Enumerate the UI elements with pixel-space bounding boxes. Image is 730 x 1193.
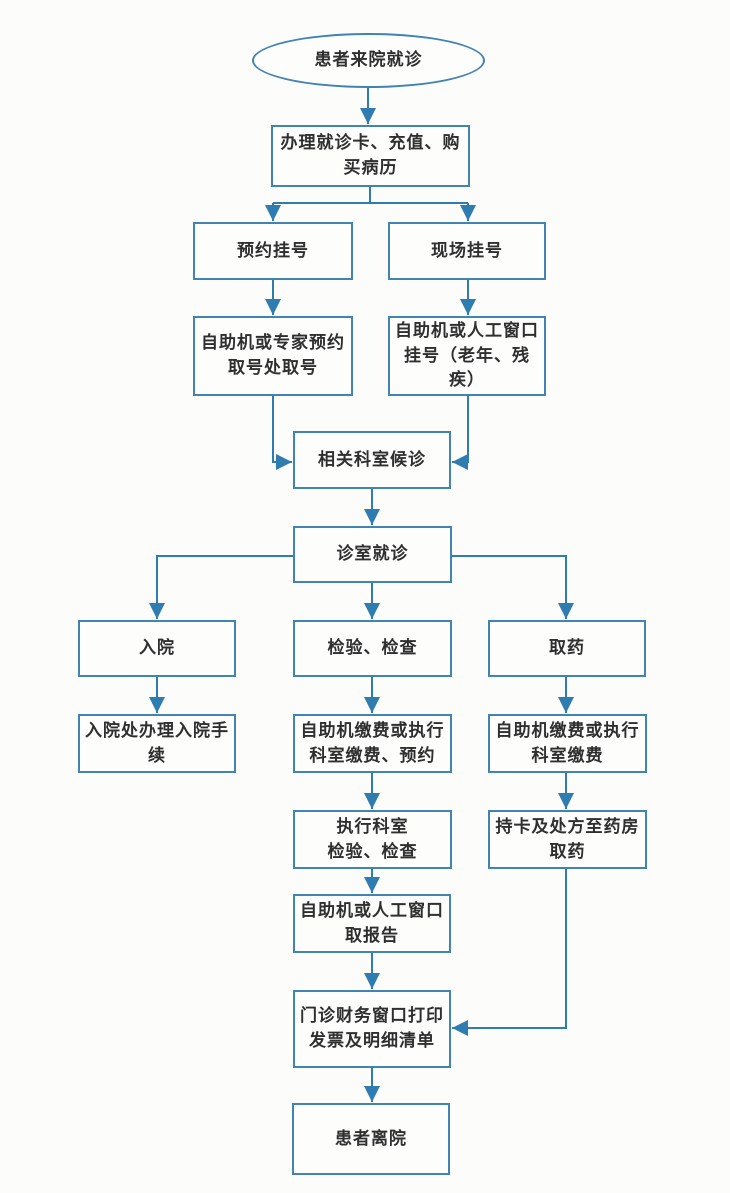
node-get-report: 自助机或人工窗口 取报告 [293, 894, 451, 953]
node-pharmacy-branch: 取药 [488, 620, 646, 677]
node-window-registration-label: 自助机或人工窗口 挂号（老年、残 疾） [395, 321, 539, 391]
node-tests-exams: 检验、检查 [293, 620, 452, 677]
node-appointment-registration: 预约挂号 [193, 222, 353, 280]
edge-card-split-bar [273, 187, 468, 204]
node-patient-departure: 患者离院 [292, 1103, 450, 1175]
node-card-recharge-records: 办理就诊卡、充值、购 买病历 [271, 125, 470, 187]
node-pay-tests-label: 自助机缴费或执行 科室缴费、预约 [300, 720, 445, 766]
node-appointment-ticket-pickup-label: 自助机或专家预约 取号处取号 [201, 333, 345, 378]
node-department-waiting: 相关科室候诊 [293, 431, 451, 489]
node-admission-procedures: 入院处办理入院手 续 [78, 714, 236, 773]
node-department-waiting-label: 相关科室候诊 [318, 449, 426, 470]
node-pharmacy-pickup: 持卡及处方至药房 取药 [488, 810, 647, 869]
node-window-registration: 自助机或人工窗口 挂号（老年、残 疾） [388, 316, 546, 396]
node-get-report-label: 自助机或人工窗口 取报告 [300, 900, 444, 946]
node-print-invoice: 门诊财务窗口打印 发票及明细清单 [293, 990, 451, 1068]
edge-consult-to-admission [149, 555, 293, 619]
node-pay-medicine: 自助机缴费或执行 科室缴费 [488, 714, 647, 773]
edge-window-to-waiting [452, 396, 469, 470]
node-admission: 入院 [78, 620, 236, 677]
node-print-invoice-label: 门诊财务窗口打印 发票及明细清单 [300, 1006, 444, 1051]
node-admission-label: 入院 [139, 638, 175, 659]
node-appointment-registration-label: 预约挂号 [237, 240, 309, 261]
node-patient-arrival-label: 患者来院就诊 [314, 50, 423, 71]
node-clinic-consultation-label: 诊室就诊 [336, 544, 409, 565]
edge-medicine-pickup-to-invoice [452, 869, 567, 1036]
node-pay-tests: 自助机缴费或执行 科室缴费、预约 [293, 714, 452, 773]
edge-consult-to-pharmacy [452, 555, 574, 619]
node-exec-department-tests: 执行科室 检验、检查 [293, 810, 452, 869]
node-exec-department-tests-label: 执行科室 检验、检查 [327, 816, 418, 862]
node-admission-procedures-label: 入院处办理入院手 续 [85, 720, 229, 766]
edge-pickup-to-waiting [272, 396, 292, 470]
node-pay-medicine-label: 自助机缴费或执行 科室缴费 [495, 720, 640, 766]
node-patient-departure-label: 患者离院 [335, 1128, 407, 1149]
node-pharmacy-pickup-label: 持卡及处方至药房 取药 [495, 816, 640, 862]
node-onsite-registration-label: 现场挂号 [431, 240, 503, 261]
node-tests-exams-label: 检验、检查 [327, 638, 418, 659]
node-onsite-registration: 现场挂号 [388, 222, 546, 280]
node-appointment-ticket-pickup: 自助机或专家预约 取号处取号 [193, 316, 353, 396]
node-pharmacy-branch-label: 取药 [549, 638, 585, 659]
node-clinic-consultation: 诊室就诊 [293, 526, 452, 583]
node-card-recharge-records-label: 办理就诊卡、充值、购 买病历 [280, 133, 461, 178]
node-patient-arrival: 患者来院就诊 [252, 33, 485, 88]
